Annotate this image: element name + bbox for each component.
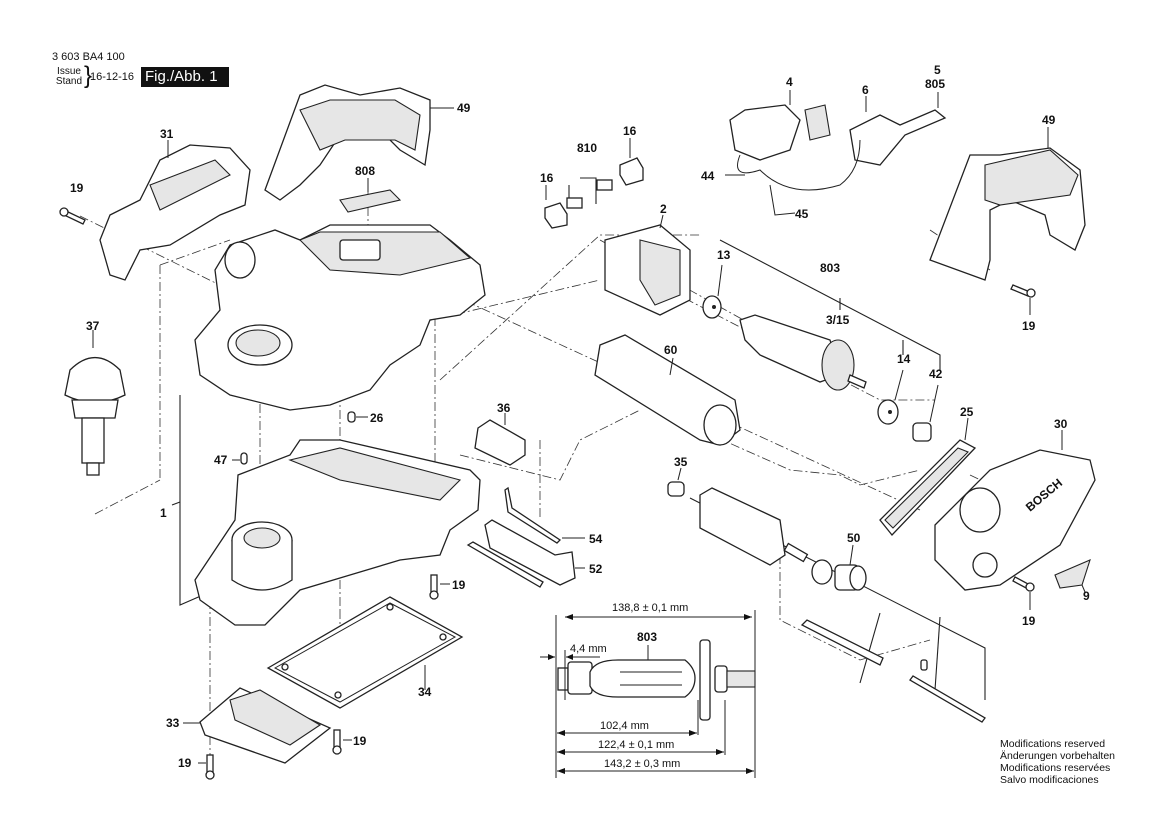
part-52-blade-holder [466, 519, 585, 588]
callout-19: 19 [353, 734, 367, 748]
callout-810: 810 [577, 141, 597, 155]
part-33-parking-shoe [183, 687, 332, 764]
callout-4: 4 [786, 75, 793, 89]
callout-35: 35 [674, 455, 688, 469]
part-19-screw-cover [1012, 576, 1035, 610]
dimension-143: 143,2 ± 0,3 mm [604, 758, 680, 770]
part-9-label [1054, 559, 1091, 593]
part-36-clip [474, 413, 526, 466]
part-25-drive-belt [879, 417, 977, 536]
callout-42: 42 [929, 367, 943, 381]
part-19-screw [59, 207, 86, 225]
callout-36: 36 [497, 401, 511, 415]
part-26-pin [347, 411, 368, 423]
part-54-hex-key [504, 486, 585, 544]
callout-19: 19 [452, 578, 466, 592]
callout-1: 1 [160, 506, 167, 520]
brace-icon: } [84, 62, 93, 89]
blade-drum [699, 487, 809, 566]
callout-33: 33 [166, 716, 180, 730]
issue-date: 16-12-16 [90, 71, 135, 83]
part-19-screws-bottom [198, 574, 450, 780]
callout-25: 25 [960, 405, 974, 419]
part-37-depth-knob [64, 330, 126, 476]
dimension-102: 102,4 mm [600, 720, 649, 732]
callout-16: 16 [623, 124, 637, 138]
part-42-pulley [912, 384, 939, 442]
callout-6: 6 [862, 83, 869, 97]
callout-52: 52 [589, 562, 603, 576]
callout-5: 5 [934, 63, 941, 77]
callout-54: 54 [589, 532, 603, 546]
part-49-handle-half [264, 84, 454, 201]
callout-16: 16 [540, 171, 554, 185]
part-34-base-plate [266, 596, 464, 709]
part-4-switch-cable [725, 90, 947, 216]
part-50-pulley [811, 544, 867, 591]
part-14-bearing [877, 369, 904, 425]
callout-19: 19 [70, 181, 84, 195]
part-13-bearing [702, 264, 723, 319]
part-60-sleeve [594, 334, 741, 446]
callout-49: 49 [1042, 113, 1056, 127]
callout-47: 47 [214, 453, 228, 467]
callout-26: 26 [370, 411, 384, 425]
part-30-belt-cover: BOSCH [934, 430, 1096, 591]
part-2-field-coil [604, 214, 691, 316]
callout-19: 19 [1022, 319, 1036, 333]
callout-45: 45 [795, 207, 809, 221]
armature-dimension-drawing: 138,8 ± 0,1 mm 803 4,4 mm 102,4 mm 122,4… [540, 602, 756, 778]
callout-808: 808 [355, 164, 375, 178]
notice-de: Änderungen vorbehalten [1000, 750, 1116, 762]
callout-49: 49 [457, 101, 471, 115]
part-35-bearing [667, 467, 685, 497]
callout-30: 30 [1054, 417, 1068, 431]
dimension-122: 122,4 ± 0,1 mm [598, 739, 674, 751]
callout-44: 44 [701, 169, 715, 183]
part-808-label [339, 178, 402, 213]
callout-14: 14 [897, 352, 911, 366]
callout-2: 2 [660, 202, 667, 216]
issue-label-en: Issue [57, 66, 81, 77]
callout-31: 31 [160, 127, 174, 141]
issue-label: Issue Stand [52, 67, 86, 87]
callout-805: 805 [925, 77, 945, 91]
notice-fr: Modifications reservées [1000, 762, 1111, 774]
figure-label: Fig./Abb. 1 [141, 67, 229, 87]
notice-es: Salvo modificaciones [1000, 774, 1099, 786]
part-callouts: 31 19 49 808 37 26 47 1 19 34 33 19 19 3… [70, 63, 1090, 770]
callout-37: 37 [86, 319, 100, 333]
dimension-total-length: 138,8 ± 0,1 mm [612, 602, 688, 614]
part-16-810-brushes [544, 138, 644, 229]
callout-3-15: 3/15 [826, 313, 850, 327]
part-49-rear-handle [929, 127, 1086, 315]
blade-and-clamp [800, 619, 986, 723]
main-housing [194, 224, 486, 411]
callout-13: 13 [717, 248, 731, 262]
part-31-cover [99, 140, 251, 281]
callout-19: 19 [178, 756, 192, 770]
dimension-offset: 4,4 mm [570, 643, 607, 655]
base-housing [194, 439, 481, 626]
callout-60: 60 [664, 343, 678, 357]
part-3-15-armature [739, 314, 867, 391]
notice-en: Modifications reserved [1000, 738, 1106, 750]
dimension-part-number: 803 [637, 630, 657, 644]
callout-803: 803 [820, 261, 840, 275]
callout-19: 19 [1022, 614, 1036, 628]
callout-9: 9 [1083, 589, 1090, 603]
modifications-notice: Modifications reserved Änderungen vorbeh… [1000, 738, 1115, 786]
callout-34: 34 [418, 685, 432, 699]
issue-label-de: Stand [55, 76, 83, 87]
document-code: 3 603 BA4 100 [52, 51, 125, 63]
part-47-pin [232, 452, 248, 465]
callout-50: 50 [847, 531, 861, 545]
